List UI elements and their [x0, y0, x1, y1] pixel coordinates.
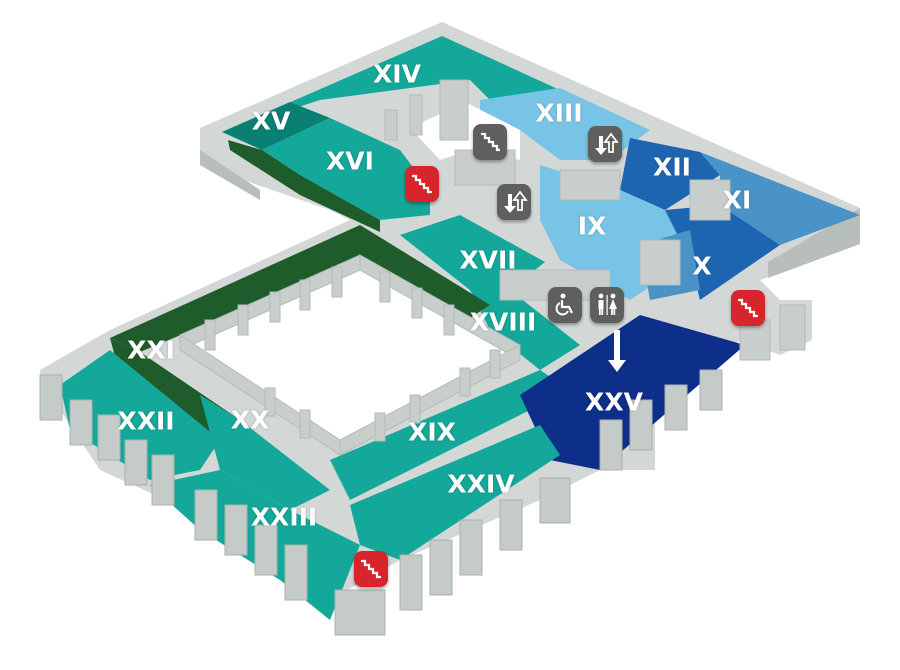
restroom-glyph: [598, 293, 617, 315]
elevator-glyph: [595, 132, 619, 155]
room-xix[interactable]: [330, 370, 570, 500]
elevator-icon[interactable]: [588, 126, 622, 162]
room-label-xii[interactable]: XII: [653, 152, 691, 182]
stairs-glyph: [481, 132, 500, 152]
room-label-xxiii[interactable]: XXIII: [250, 502, 318, 532]
room-xviii[interactable]: [470, 290, 580, 370]
room-xv[interactable]: [222, 102, 330, 150]
entrance-arrow-icon: [608, 330, 626, 372]
stairs-glyph: [361, 559, 381, 579]
room-xx[interactable]: [200, 395, 330, 510]
room-label-xx[interactable]: XX: [230, 405, 270, 435]
facade-pillars: [39, 369, 723, 636]
room-label-xiii[interactable]: XIII: [535, 98, 583, 128]
room-label-xv[interactable]: XV: [251, 106, 291, 136]
stairs-icon[interactable]: [473, 124, 507, 160]
room-label-xxv[interactable]: XXV: [585, 387, 643, 417]
room-xii[interactable]: [620, 138, 720, 210]
inner-walls: [179, 79, 806, 456]
wheelchair-glyph: [555, 293, 573, 316]
room-xvi[interactable]: [262, 118, 430, 220]
room-label-ix[interactable]: IX: [577, 211, 607, 241]
elevator-icon[interactable]: [497, 184, 531, 220]
room-label-xviii[interactable]: XVIII: [469, 307, 537, 337]
wall-east-shade: [768, 208, 860, 278]
room-corridor-green[interactable]: [228, 140, 380, 232]
stairs-icon[interactable]: [731, 290, 765, 326]
room-label-xxi[interactable]: XXI: [127, 335, 175, 365]
room-label-xvii[interactable]: XVII: [459, 245, 517, 275]
stairs-glyph: [738, 298, 758, 318]
restroom-icon[interactable]: [590, 287, 624, 323]
stairs-icon[interactable]: [354, 551, 388, 587]
room-label-xxii[interactable]: XXII: [117, 406, 175, 436]
room-xi[interactable]: [700, 152, 860, 245]
stairs-icon[interactable]: [405, 166, 439, 202]
room-xxv[interactable]: [520, 315, 745, 470]
wheelchair-icon[interactable]: [548, 287, 582, 323]
room-label-x[interactable]: X: [692, 251, 712, 281]
room-xxiv[interactable]: [350, 425, 560, 560]
elevator-glyph: [504, 190, 528, 213]
room-label-xi[interactable]: XI: [722, 185, 752, 215]
room-label-xix[interactable]: XIX: [408, 417, 456, 447]
room-label-xiv[interactable]: XIV: [373, 59, 421, 89]
room-label-xvi[interactable]: XVI: [326, 146, 374, 176]
room-x[interactable]: [665, 205, 780, 300]
stairs-glyph: [412, 174, 432, 194]
room-label-xxiv[interactable]: XXIV: [447, 469, 515, 499]
wall-north-wing-shade: [200, 150, 260, 200]
room-xiv[interactable]: [222, 36, 560, 132]
